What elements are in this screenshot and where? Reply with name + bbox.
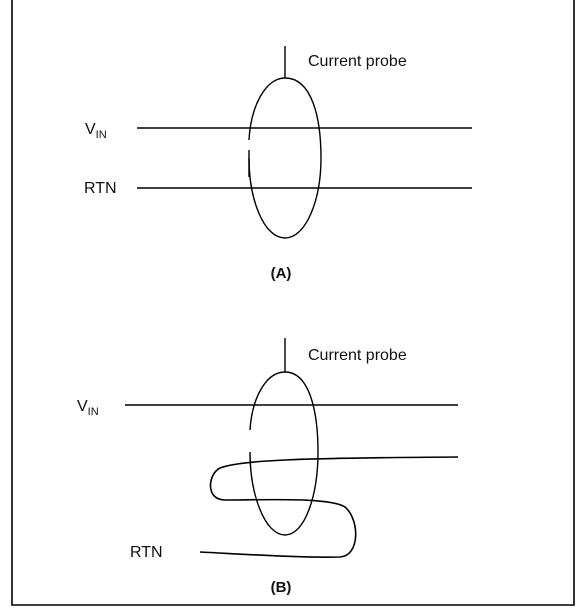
vin-label-sub-a: IN [96,129,107,141]
vin-label-main-a: V [85,121,96,138]
caption-a: (A) [271,265,292,282]
panel-b: Current probe VIN RTN (B) [77,338,459,596]
vin-label-a: VIN [85,121,107,141]
vin-label-sub-b: IN [88,406,99,418]
rtn-wire-b [199,456,459,558]
caption-b: (B) [271,579,292,596]
rtn-label-b: RTN [130,544,163,561]
probe-loop-back-upper-a [248,77,286,141]
panel-a: Current probe VIN RTN (A) [84,46,472,282]
vin-label-b: VIN [77,398,99,418]
probe-loop-front-a [248,77,322,239]
vin-label-main-b: V [77,398,88,415]
rtn-label-a: RTN [84,180,117,197]
probe-label-a: Current probe [308,53,407,70]
probe-loop-back-upper-b [249,371,286,431]
figure-frame [11,0,575,606]
probe-loop-front-b [249,371,319,536]
probe-label-b: Current probe [308,347,407,364]
